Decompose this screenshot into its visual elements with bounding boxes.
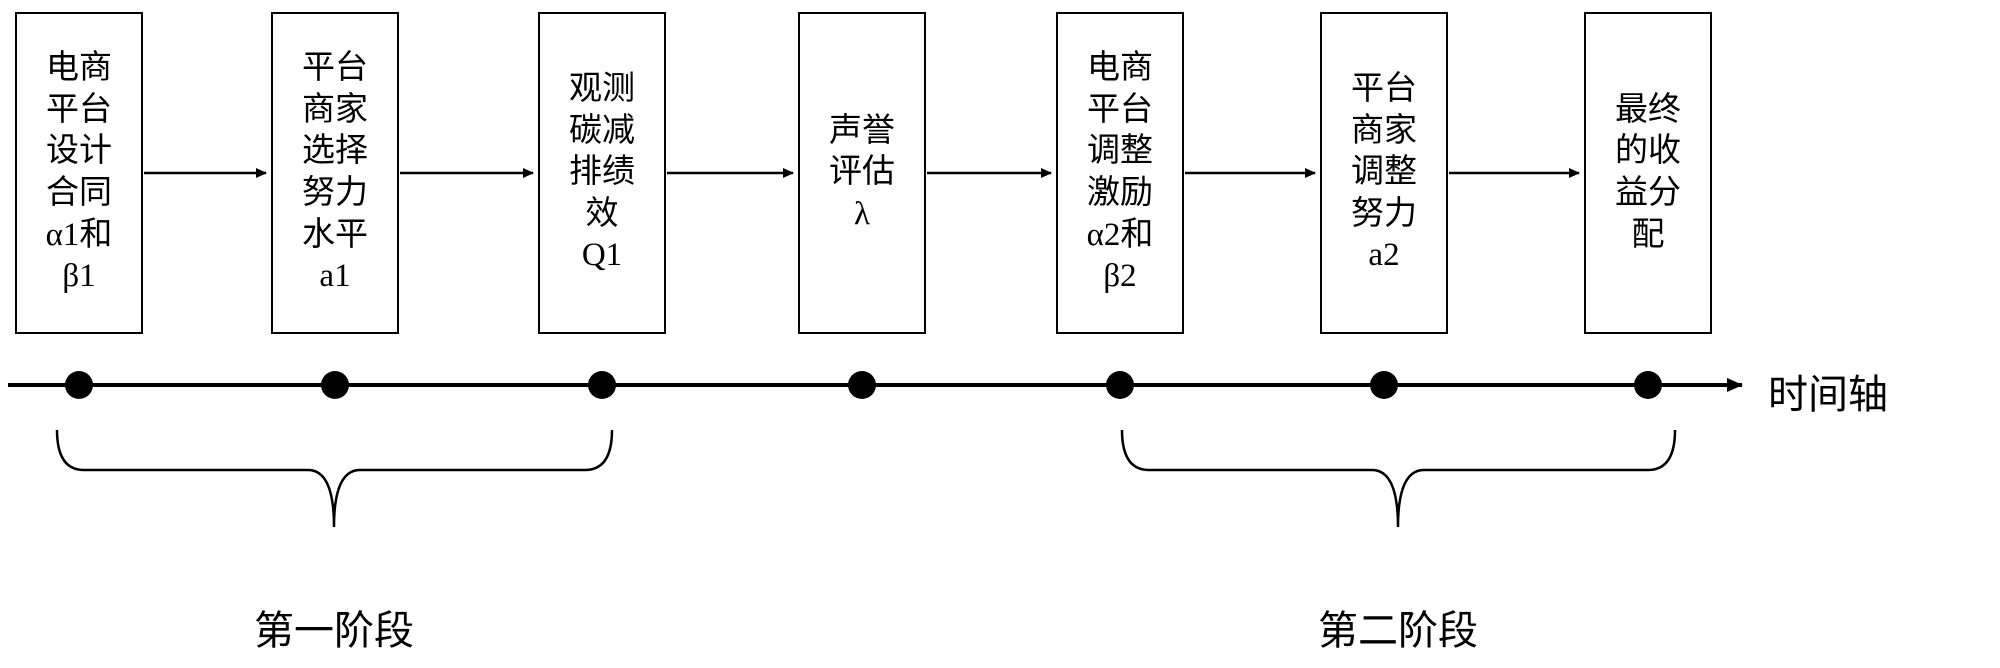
stage-braces	[55, 429, 1677, 528]
step-box-observe-performance: 观测 碳减 排绩 效 Q1	[538, 12, 666, 334]
timeline-dot-5	[1106, 371, 1134, 399]
step-box-design-contract: 电商 平台 设计 合同 α1和 β1	[15, 12, 143, 334]
timeline-dot-6	[1370, 371, 1398, 399]
stage-two-brace	[1120, 429, 1677, 528]
timeline-dot-4	[848, 371, 876, 399]
timeline-dot-3	[588, 371, 616, 399]
timeline-dot-7	[1634, 371, 1662, 399]
step-box-final-distribution: 最终 的收 益分 配	[1584, 12, 1712, 334]
stage-one-label: 第一阶段	[254, 608, 414, 653]
timeline-dot-2	[321, 371, 349, 399]
step-box-adjust-effort: 平台 商家 调整 努力 a2	[1320, 12, 1448, 334]
step-box-choose-effort: 平台 商家 选择 努力 水平 a1	[271, 12, 399, 334]
timeline-dot-1	[65, 371, 93, 399]
stage-one-brace	[55, 429, 614, 528]
timeline-axis-label: 时间轴	[1768, 372, 1888, 417]
stage-two-label: 第二阶段	[1318, 608, 1478, 653]
step-box-adjust-incentive: 电商 平台 调整 激励 α2和 β2	[1056, 12, 1184, 334]
timeline-dots	[65, 371, 1662, 399]
step-box-reputation-eval: 声誉 评估 λ	[798, 12, 926, 334]
